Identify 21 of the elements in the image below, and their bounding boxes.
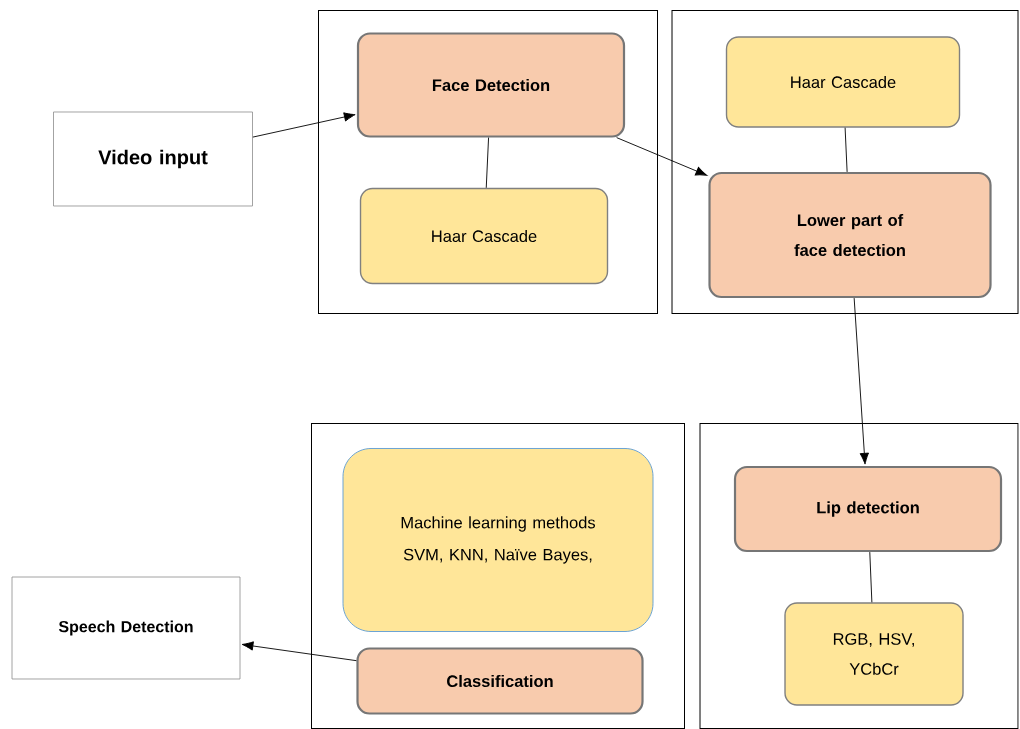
process-box: Lip detection bbox=[733, 465, 1003, 553]
method-box: Machine learning methods SVM, KNN, Naïve Bayes, bbox=[342, 448, 654, 632]
method-box: Haar Cascade bbox=[359, 187, 609, 285]
process-box: Face Detection bbox=[356, 32, 626, 138]
arrow bbox=[853, 297, 869, 465]
group-frame bbox=[671, 10, 1019, 314]
method-box: RGB, HSV, YCbCr bbox=[784, 602, 964, 706]
group-frame bbox=[311, 423, 685, 729]
group-frame bbox=[318, 10, 658, 314]
method-box: Haar Cascade bbox=[725, 36, 961, 128]
process-box: Speech Detection bbox=[11, 576, 241, 680]
process-box: Classification bbox=[356, 647, 644, 715]
arrow bbox=[241, 641, 357, 662]
process-box: Lower part of face detection bbox=[708, 171, 992, 299]
connector-line bbox=[869, 551, 873, 603]
process-box: Video input bbox=[53, 111, 253, 207]
arrow bbox=[616, 137, 708, 176]
group-frame bbox=[699, 423, 1019, 729]
connector-line bbox=[485, 137, 489, 189]
arrow bbox=[252, 112, 356, 138]
connector-line bbox=[844, 127, 848, 173]
